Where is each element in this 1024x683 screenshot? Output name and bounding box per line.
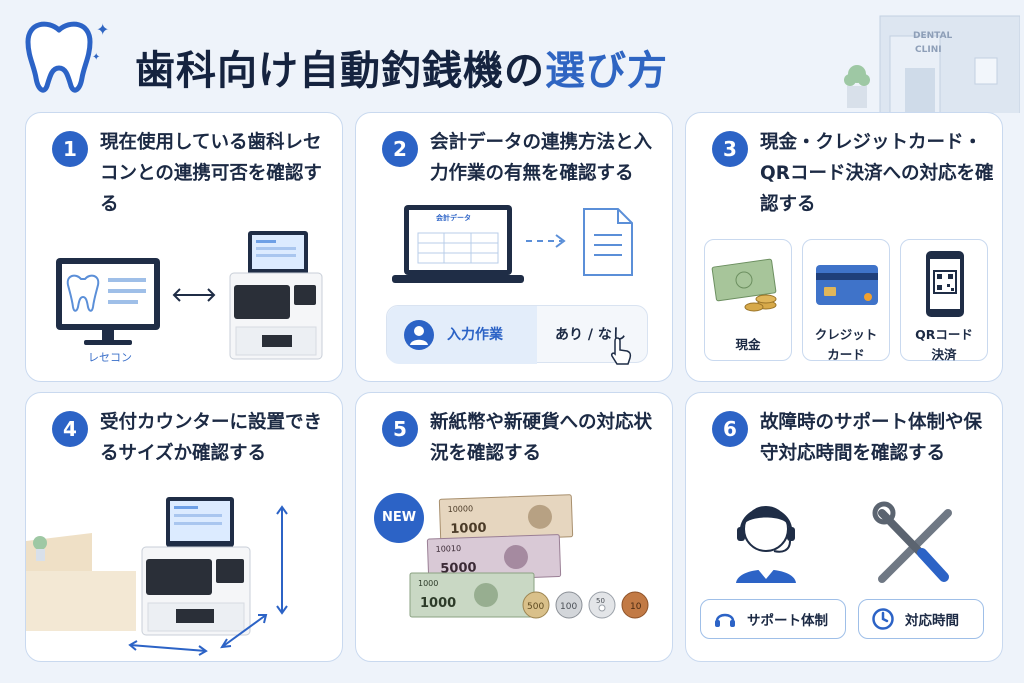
card-2-illustration (392, 205, 633, 283)
coins-icon: 500 100 50 10 (522, 591, 649, 619)
counter-illustration (26, 533, 136, 631)
step-number: 3 (712, 131, 748, 167)
step-number: 6 (712, 411, 748, 447)
card-2: 2 会計データの連携方法と入力作業の有無を確認する 会計データ (355, 112, 673, 382)
clinic-building-illustration: DENTAL CLINI (844, 15, 1020, 113)
card-1-illustration (56, 231, 323, 360)
card-title: 現金・クレジットカード・QRコード決済への対応を確認する (760, 132, 994, 215)
support-label: サポート体制 (747, 613, 828, 629)
header: ✦ ✦ 歯科向け自動釣銭機の選び方 DENTAL CLINI (0, 0, 1024, 113)
banknote-10000: 10000 1000 (438, 494, 574, 542)
hours-label: 対応時間 (905, 613, 959, 629)
svg-text:50: 50 (596, 597, 605, 605)
tools-icon (872, 501, 952, 583)
page-title: 歯科向け自動釣銭機の選び方 (135, 38, 668, 96)
banknote-5000: 10010 5000 (426, 534, 562, 582)
new-badge: NEW (374, 493, 424, 543)
card-5: 5 新紙幣や新硬貨への対応状況を確認する NEW 10000 1000 1001… (355, 392, 673, 662)
svg-text:500: 500 (527, 602, 544, 612)
arrows-icon (172, 288, 216, 302)
monitor-label: レセコン (88, 351, 132, 364)
svg-text:10010: 10010 (436, 544, 462, 554)
dimension-arrows-icon (128, 505, 288, 656)
headset-icon (715, 613, 735, 627)
sparkle-icon: ✦ (96, 20, 110, 39)
card-title: 新紙幣や新硬貨への対応状況を確認する (430, 412, 653, 464)
payment-label-card: クレジットカード (814, 327, 878, 362)
card-4-illustration (26, 497, 288, 656)
sparkle-icon: ✦ (92, 52, 101, 63)
banknote-1000: 1000 1000 (409, 572, 535, 618)
yes-no-choice[interactable]: あり / なし (555, 327, 626, 343)
monitor-illustration (56, 258, 160, 345)
step-number: 1 (52, 131, 88, 167)
laptop-illustration (392, 205, 524, 283)
card-3: 3 現金・クレジットカード・QRコード決済への対応を確認する 現 (685, 112, 1003, 382)
svg-text:1000: 1000 (420, 596, 456, 611)
svg-text:1000: 1000 (418, 579, 438, 588)
svg-text:1000: 1000 (450, 521, 487, 537)
input-toggle-bar[interactable]: 入力作業 あり / なし (386, 305, 648, 365)
document-icon (583, 208, 633, 276)
tooth-icon (25, 21, 93, 93)
svg-text:CLINI: CLINI (915, 45, 942, 55)
card-1: 1 現在使用している歯科レセコンとの連携可否を確認する (25, 112, 343, 382)
person-icon (404, 320, 434, 350)
step-number: 2 (382, 131, 418, 167)
change-machine-illustration (229, 231, 323, 360)
svg-text:DENTAL: DENTAL (913, 31, 953, 41)
card-title: 現在使用している歯科レセコンとの連携可否を確認する (100, 132, 322, 215)
credit-card-icon (816, 265, 878, 305)
card-6-illustration (736, 501, 952, 583)
card-4: 4 受付カウンターに設置できるサイズか確認する (25, 392, 343, 662)
cash-icon (711, 258, 777, 312)
card-title: 受付カウンターに設置できるサイズか確認する (100, 412, 323, 464)
title-highlight: 選び方 (545, 48, 668, 94)
card-6: 6 故障時のサポート体制や保守対応時間を確認する サポート体制 (685, 392, 1003, 662)
change-machine-illustration (141, 497, 251, 636)
headset-person-icon (736, 506, 796, 583)
response-hours-pill[interactable]: 対応時間 (858, 599, 984, 639)
step-number: 4 (52, 411, 88, 447)
card-title: 会計データの連携方法と入力作業の有無を確認する (430, 132, 653, 184)
card-5-illustration: 10000 1000 10010 5000 1000 1000 500 100 … (409, 494, 649, 619)
screen-label: 会計データ (436, 214, 471, 222)
payment-label-cash: 現金 (735, 337, 761, 352)
svg-text:10: 10 (630, 602, 642, 612)
dashed-arrow-icon (526, 234, 566, 248)
qr-code-icon (926, 251, 964, 317)
step-number: 5 (382, 411, 418, 447)
card-title: 故障時のサポート体制や保守対応時間を確認する (760, 412, 983, 464)
title-main: 歯科向け自動釣銭機の (135, 48, 545, 94)
card-3-illustration (711, 251, 964, 317)
input-work-label: 入力作業 (447, 327, 503, 343)
support-system-pill[interactable]: サポート体制 (700, 599, 846, 639)
pointer-hand-icon (611, 337, 632, 365)
clock-icon (872, 608, 894, 630)
svg-text:10000: 10000 (448, 504, 474, 514)
svg-text:100: 100 (560, 602, 577, 612)
payment-label-qr: QRコード決済 (915, 327, 973, 362)
